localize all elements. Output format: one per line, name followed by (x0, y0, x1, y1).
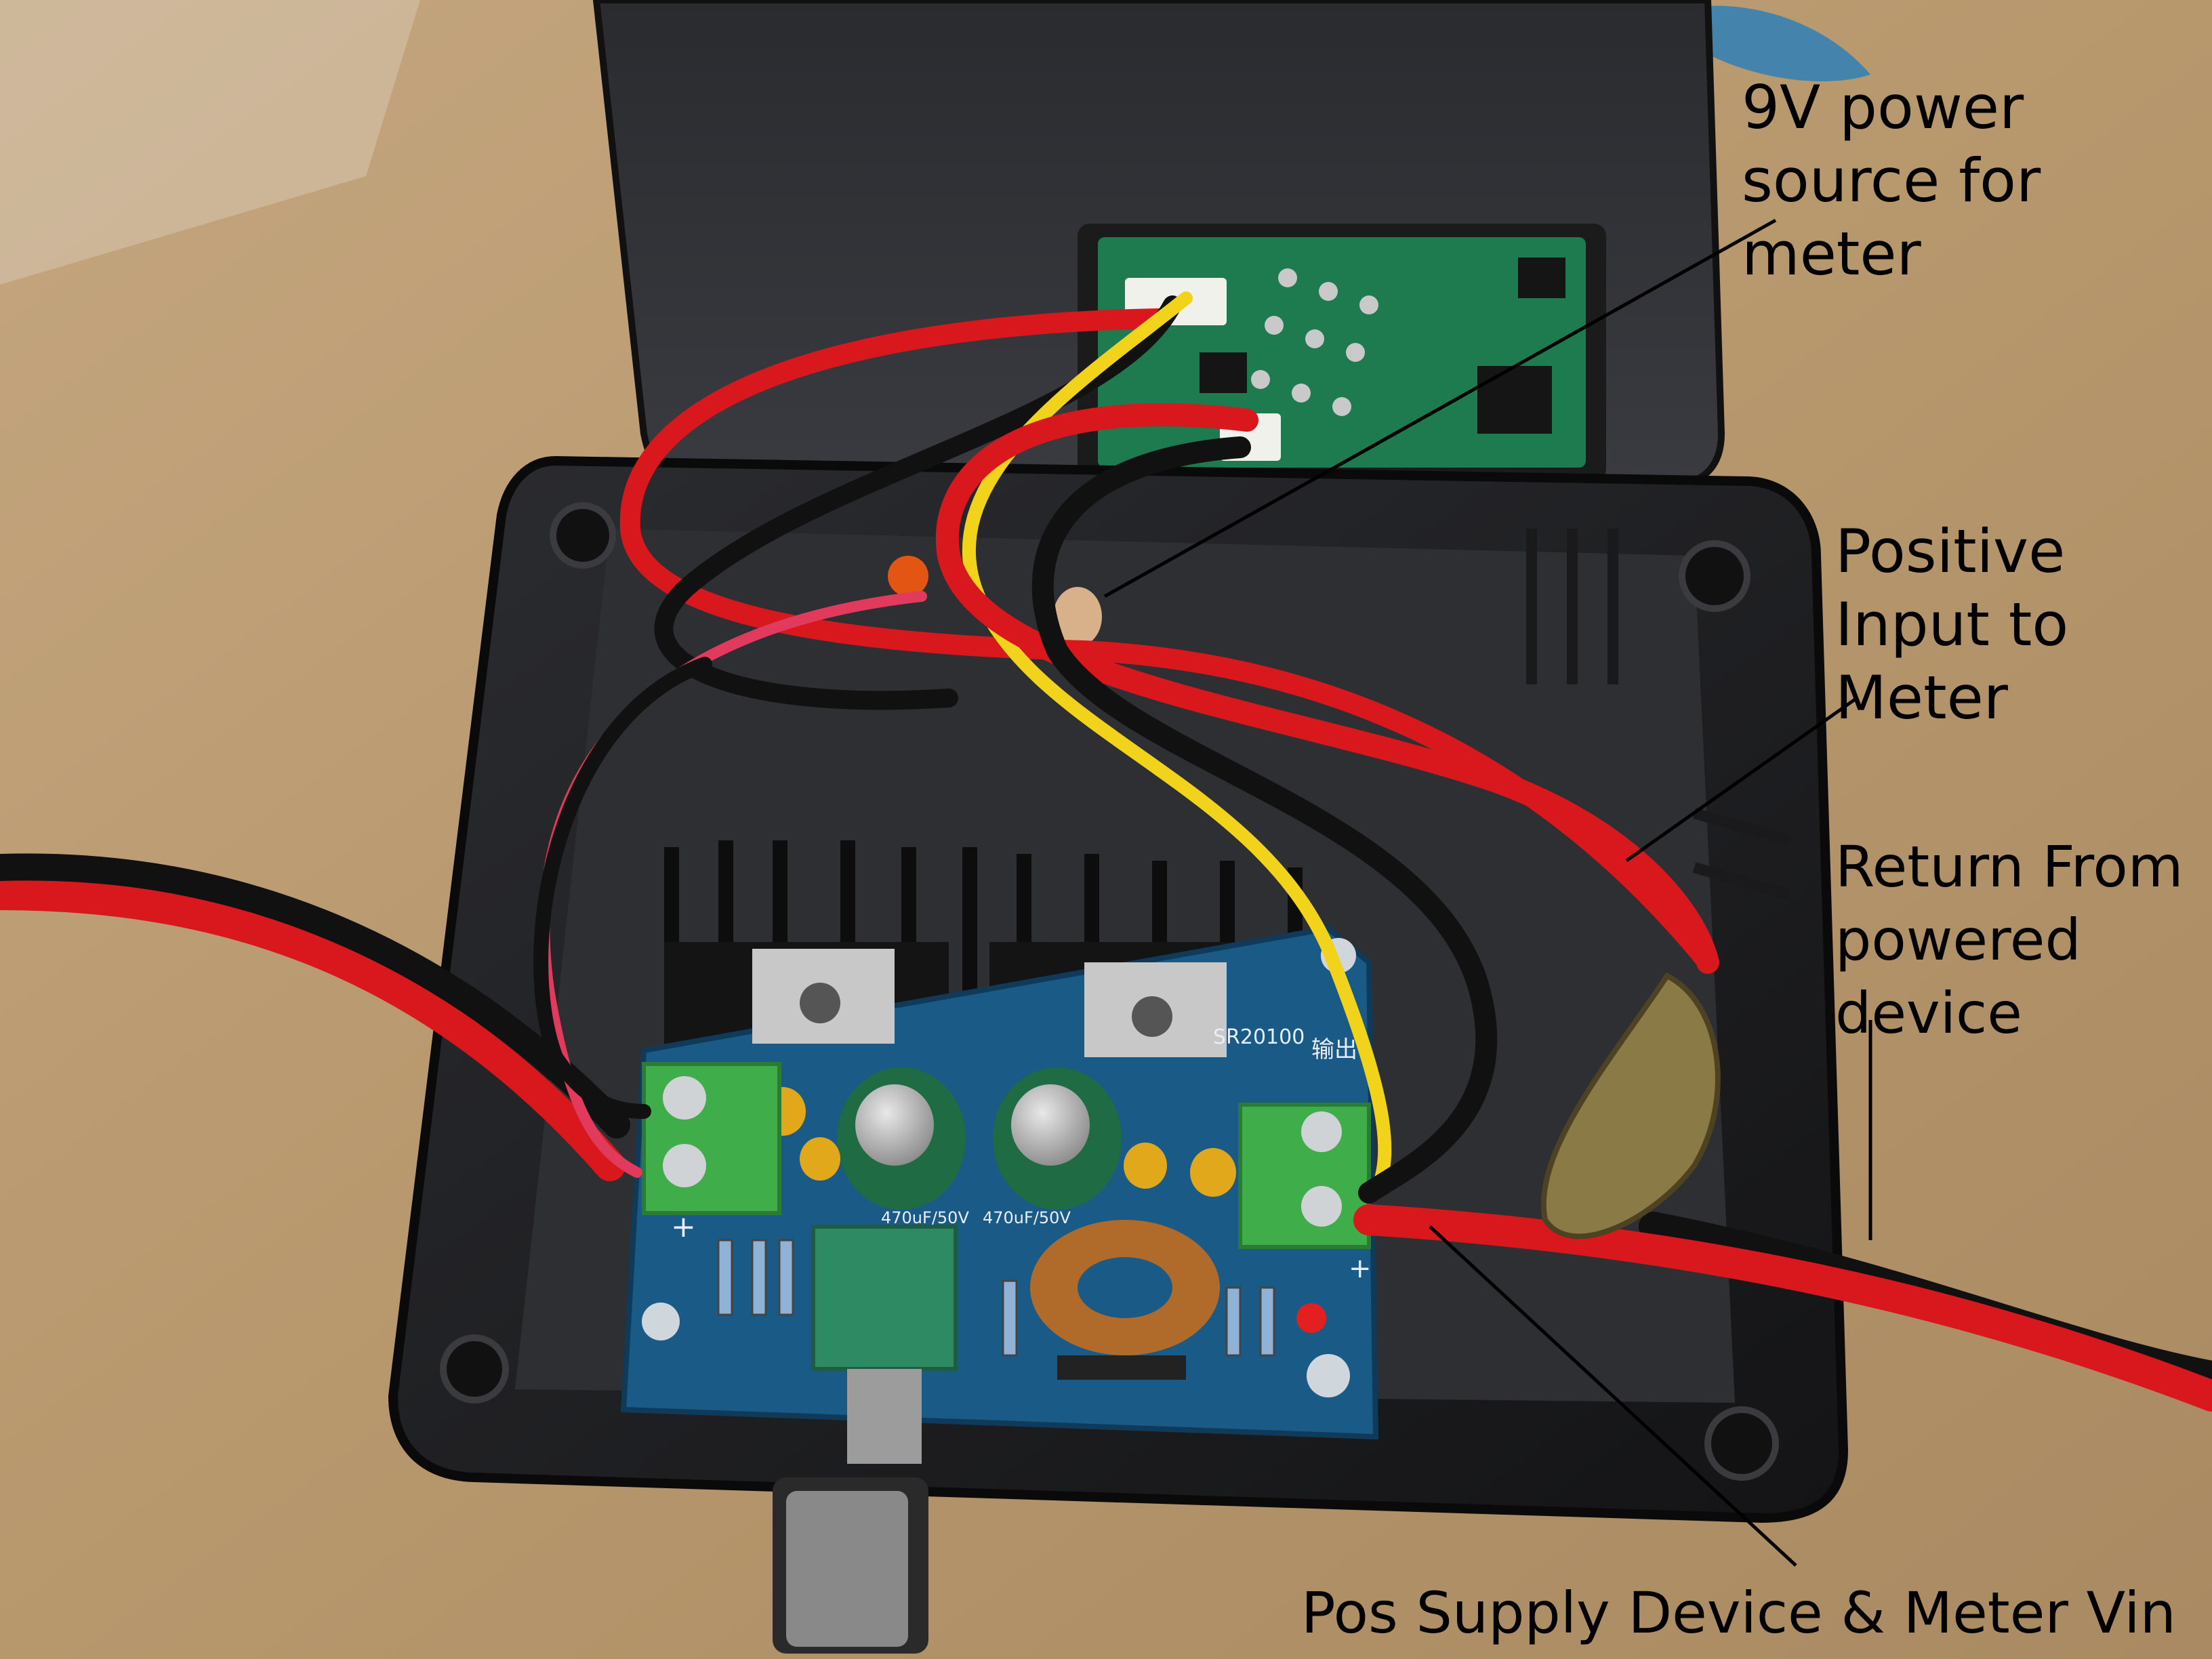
pcb-label-cap1: 470uF/50V (881, 1208, 969, 1227)
regulator-screw-left (800, 983, 840, 1023)
toroid-inductor (1030, 1220, 1220, 1355)
pcb-label-plus-output: + (1349, 1253, 1372, 1284)
wire-black-input (533, 657, 712, 1119)
wire-red-loop (935, 403, 1719, 974)
pcb-label-diode: SR20100 (1213, 1025, 1305, 1049)
wire-crimp-connector (1540, 972, 1721, 1240)
annotation-pos-supply: Pos Supply Device & Meter Vin (1301, 1580, 2176, 1646)
wire-red-to-meter (619, 308, 1718, 972)
annotation-leader-lines (1103, 218, 1872, 1567)
blue-marker-stain (1694, 5, 1870, 81)
regulator-screw-right (1132, 996, 1172, 1037)
pcb-label-plus-input: + (671, 1210, 696, 1244)
wire-external-red-right (1353, 1204, 2212, 1412)
resistors (717, 1239, 1275, 1357)
wire-black-loop (1031, 436, 1498, 1204)
wire-external-red-left (0, 879, 626, 1181)
terminal-block-output (1238, 1103, 1371, 1249)
rectifier-diode (1057, 1355, 1186, 1380)
red-led (1296, 1303, 1326, 1333)
electrolytic-capacitor-2 (993, 1067, 1122, 1210)
enclosure-ribs (1526, 529, 1791, 900)
pcb-label-cap2: 470uF/50V (983, 1208, 1071, 1227)
pcb-label-output: 输出 (1311, 1036, 1357, 1063)
wiring (0, 291, 2212, 1412)
terminal-block-input (642, 1062, 781, 1215)
leader-pos-supply (1429, 1225, 1797, 1567)
leader-positive-input (1625, 696, 1858, 863)
electrolytic-capacitor-1 (837, 1067, 966, 1210)
annotation-9v-power-source: 9V power source for meter (1742, 73, 2041, 289)
wire-external-black-left (0, 853, 630, 1139)
potentiometer (773, 1225, 958, 1654)
table-shadow-left (0, 0, 420, 285)
annotation-return-from-device: Return From powered device (1835, 834, 2184, 1046)
leader-9v-power (1103, 218, 1777, 598)
voltmeter-module (1078, 224, 1606, 481)
screw-posts (440, 502, 1779, 1481)
annotation-positive-input: Positive Input to Meter (1835, 516, 2069, 733)
